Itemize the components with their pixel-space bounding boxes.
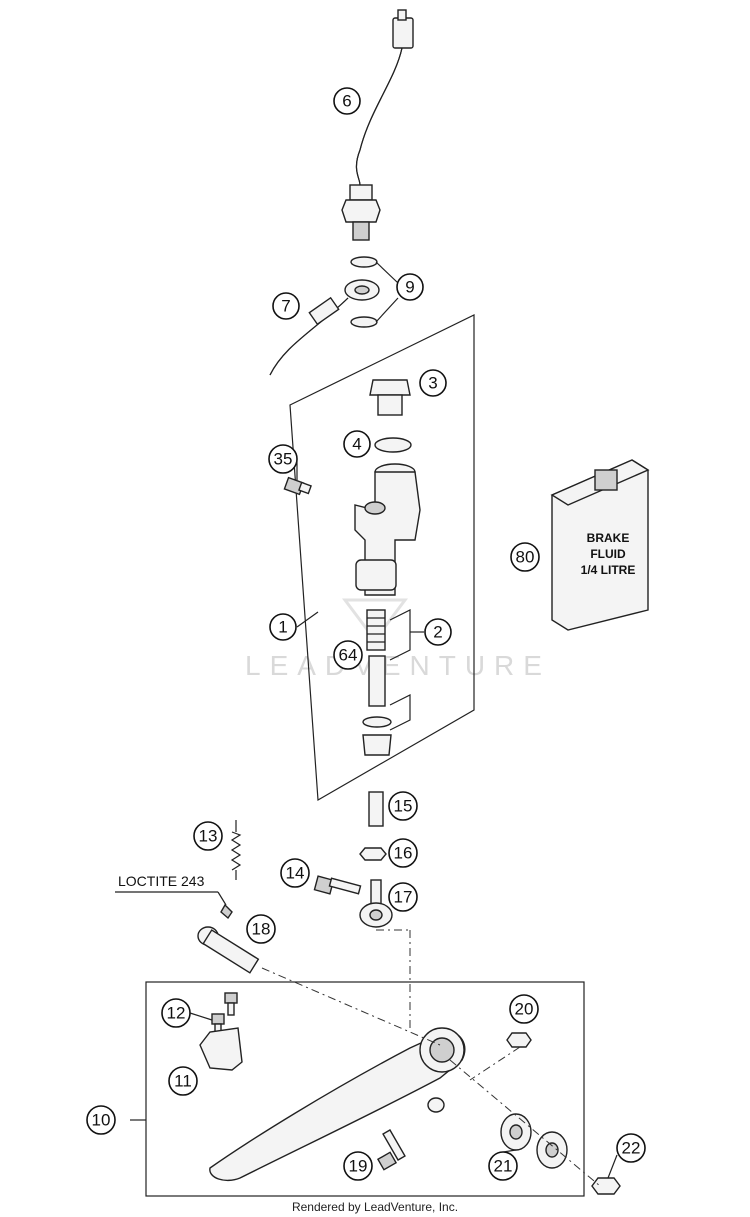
callout-18-pivot-bolt[interactable]: 18	[246, 914, 276, 944]
brake-fluid-jug: BRAKE FLUID 1/4 LITRE	[550, 459, 650, 631]
callout-80-brake-fluid[interactable]: 80	[510, 542, 540, 572]
callout-64-piston-assembly[interactable]: 64	[333, 640, 363, 670]
nut-16	[359, 847, 387, 861]
brake-hose	[269, 279, 380, 376]
callout-3-reservoir-cap[interactable]: 3	[419, 369, 447, 397]
callout-11-pedal-step[interactable]: 11	[168, 1066, 198, 1096]
callout-13-spring[interactable]: 13	[193, 821, 223, 851]
footer-credit: Rendered by LeadVenture, Inc.	[292, 1200, 458, 1214]
assembly-lines	[261, 929, 601, 1187]
callout-21-bearings[interactable]: 21	[488, 1151, 518, 1181]
leader-lines	[189, 459, 618, 1179]
seal-ring-upper	[350, 256, 378, 268]
pedal-group-box	[145, 981, 585, 1197]
callout-6-brake-light-switch[interactable]: 6	[333, 87, 361, 115]
seal-ring-lower	[350, 316, 378, 328]
master-cylinder-group-box	[289, 314, 475, 801]
callout-20-nut[interactable]: 20	[509, 994, 539, 1024]
callout-15-push-rod[interactable]: 15	[388, 791, 418, 821]
screw-35	[283, 476, 312, 496]
watermark: LEADVENTURE	[245, 598, 551, 681]
nut-20	[506, 1032, 532, 1048]
push-rod	[368, 791, 384, 827]
callout-19-bolt[interactable]: 19	[343, 1151, 373, 1181]
callout-22-nut[interactable]: 22	[616, 1133, 646, 1163]
callout-7-brake-hose[interactable]: 7	[272, 292, 300, 320]
master-cylinder-body	[354, 463, 421, 596]
brake-fluid-label-line1: BRAKE	[587, 531, 630, 545]
reservoir-cap	[369, 379, 411, 416]
o-ring	[374, 437, 412, 453]
callout-35-screw[interactable]: 35	[268, 444, 298, 474]
callout-1-master-cylinder[interactable]: 1	[269, 613, 297, 641]
brake-fluid-label-line2: FLUID	[590, 547, 626, 561]
brake-light-switch	[341, 9, 414, 241]
callout-12-screws[interactable]: 12	[161, 998, 191, 1028]
callout-17-clevis[interactable]: 17	[388, 882, 418, 912]
pedal-step	[199, 1027, 243, 1071]
clevis	[359, 879, 393, 928]
callout-2-repair-kit[interactable]: 2	[424, 618, 452, 646]
piston-repair-kit	[346, 609, 411, 756]
nut-22	[591, 1177, 621, 1195]
callout-9-seal-rings[interactable]: 9	[396, 273, 424, 301]
bolt-19	[376, 1129, 406, 1171]
brake-pedal	[209, 1027, 466, 1182]
callout-4-o-ring[interactable]: 4	[343, 430, 371, 458]
bearings	[500, 1113, 568, 1169]
bolt-14	[313, 875, 362, 895]
callout-14-bolt[interactable]: 14	[280, 858, 310, 888]
return-spring	[230, 820, 242, 880]
callout-16-nut[interactable]: 16	[388, 838, 418, 868]
brake-fluid-label-line3: 1/4 LITRE	[581, 563, 636, 577]
pivot-bolt: LOCTITE 243	[115, 873, 260, 974]
callout-10-brake-pedal[interactable]: 10	[86, 1105, 116, 1135]
watermark-text: LEADVENTURE	[245, 650, 551, 681]
loctite-note: LOCTITE 243	[118, 873, 205, 889]
